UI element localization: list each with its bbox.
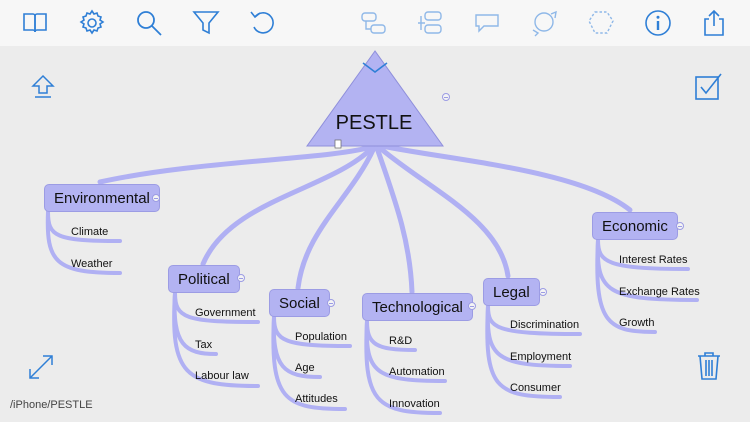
node-economic[interactable]: Economic bbox=[592, 212, 678, 240]
relation-button[interactable] bbox=[527, 6, 561, 40]
node-political[interactable]: Political bbox=[168, 265, 240, 293]
callout-button[interactable] bbox=[470, 6, 504, 40]
leaf-attitudes[interactable]: Attitudes bbox=[295, 393, 338, 405]
callout-icon bbox=[475, 14, 499, 33]
leaf-r-and-d[interactable]: R&D bbox=[389, 335, 413, 347]
node-legal[interactable]: Legal bbox=[483, 278, 540, 306]
leaf-consumer[interactable]: Consumer bbox=[510, 382, 561, 394]
leaf-population[interactable]: Population bbox=[295, 331, 347, 343]
boundary-button[interactable] bbox=[584, 6, 618, 40]
collapse-social-icon[interactable] bbox=[327, 299, 335, 307]
branch-line-technological bbox=[374, 145, 415, 295]
chevron-down-icon bbox=[362, 62, 388, 73]
leaf-automation[interactable]: Automation bbox=[389, 366, 445, 378]
root-node-shape bbox=[306, 50, 444, 147]
collapse-environmental-icon[interactable] bbox=[152, 194, 160, 202]
relation-icon bbox=[532, 10, 557, 37]
delete-button[interactable] bbox=[692, 348, 726, 382]
leaf-weather[interactable]: Weather bbox=[71, 258, 113, 270]
settings-button[interactable] bbox=[75, 6, 109, 40]
collapse-economic-icon[interactable] bbox=[676, 222, 684, 230]
fit-screen-button[interactable] bbox=[24, 350, 58, 384]
branch-line-legal bbox=[377, 145, 511, 279]
leaf-climate[interactable]: Climate bbox=[71, 226, 109, 238]
branch-line-political bbox=[200, 145, 375, 267]
node-technological[interactable]: Technological bbox=[362, 293, 473, 321]
add-sibling-button[interactable] bbox=[413, 6, 447, 40]
collapse-legal-icon[interactable] bbox=[539, 288, 547, 296]
document-path: /iPhone/PESTLE bbox=[10, 399, 93, 411]
leaf-age[interactable]: Age bbox=[295, 362, 315, 374]
branch-line-economic bbox=[379, 143, 633, 213]
add-sibling-node-icon bbox=[418, 11, 442, 34]
search-button[interactable] bbox=[132, 6, 166, 40]
leaf-discrimination[interactable]: Discrimination bbox=[510, 319, 580, 331]
leaf-exchange-rates[interactable]: Exchange Rates bbox=[619, 286, 700, 298]
branch-line-social bbox=[295, 145, 377, 291]
branch-line-environmental bbox=[97, 143, 378, 185]
gear-icon bbox=[79, 9, 105, 35]
root-node-label[interactable]: PESTLE bbox=[335, 112, 413, 134]
collapse-technological-icon[interactable] bbox=[468, 302, 476, 310]
trash-icon bbox=[698, 352, 720, 380]
leaf-labour-law[interactable]: Labour law bbox=[195, 370, 249, 382]
boundary-icon bbox=[588, 11, 614, 34]
leaf-growth[interactable]: Growth bbox=[619, 317, 655, 329]
book-button[interactable] bbox=[18, 6, 52, 40]
add-child-node-icon bbox=[361, 12, 386, 34]
undo-button[interactable] bbox=[246, 6, 280, 40]
leaf-employment[interactable]: Employment bbox=[510, 351, 572, 363]
toolbar bbox=[0, 0, 750, 46]
leaf-tax[interactable]: Tax bbox=[195, 339, 213, 351]
undo-icon bbox=[250, 11, 274, 34]
collapse-political-icon[interactable] bbox=[237, 274, 245, 282]
collapse-root-icon[interactable] bbox=[442, 93, 450, 101]
go-up-button[interactable] bbox=[26, 71, 60, 105]
leaf-interest-rates[interactable]: Interest Rates bbox=[619, 254, 688, 266]
leaf-government[interactable]: Government bbox=[195, 307, 256, 319]
share-button[interactable] bbox=[697, 6, 731, 40]
leaf-innovation[interactable]: Innovation bbox=[389, 398, 440, 410]
expand-arrows-icon bbox=[29, 355, 53, 379]
book-icon bbox=[23, 13, 47, 33]
node-environmental[interactable]: Environmental bbox=[44, 184, 160, 212]
note-icon bbox=[334, 139, 342, 149]
filter-icon bbox=[192, 11, 220, 35]
info-button[interactable] bbox=[641, 6, 675, 40]
filter-button[interactable] bbox=[189, 6, 223, 40]
add-child-button[interactable] bbox=[357, 6, 391, 40]
node-social[interactable]: Social bbox=[269, 289, 330, 317]
search-icon bbox=[137, 11, 162, 36]
arrow-up-icon bbox=[31, 74, 55, 98]
select-button[interactable] bbox=[691, 70, 725, 104]
info-icon bbox=[645, 10, 671, 36]
checkbox-icon bbox=[695, 73, 722, 100]
share-icon bbox=[704, 9, 724, 36]
